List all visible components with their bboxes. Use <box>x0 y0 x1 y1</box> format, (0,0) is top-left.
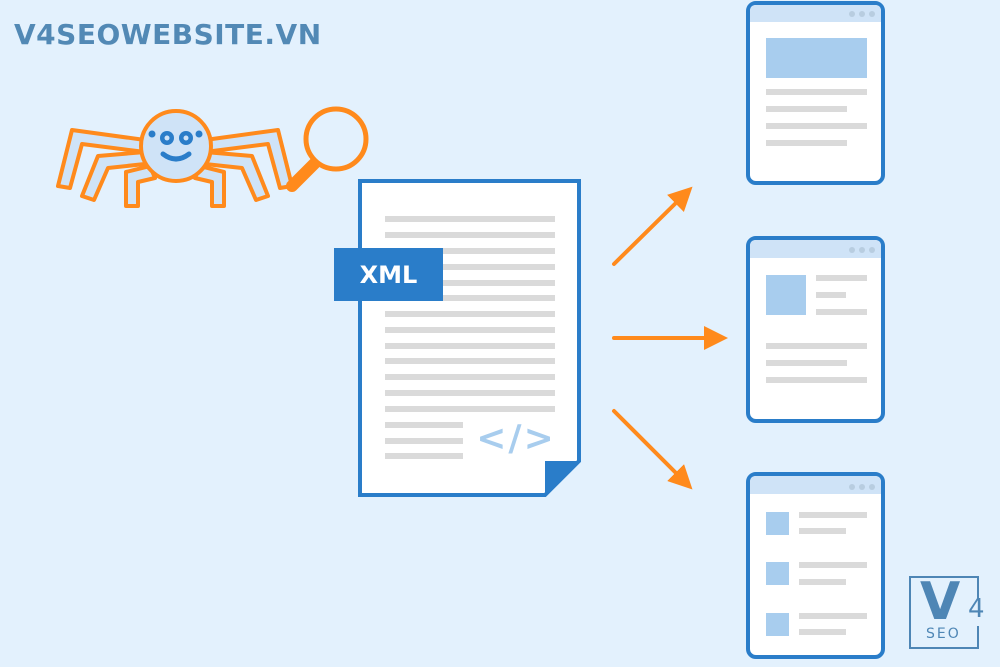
logo-number: 4 <box>968 594 985 624</box>
spider-icon <box>56 109 294 208</box>
magnifier-icon <box>286 106 369 192</box>
xml-badge: XML <box>334 248 443 301</box>
logo-frame <box>909 576 979 649</box>
arrow-down-right <box>612 409 693 490</box>
arrow-up-right <box>612 186 693 266</box>
logo-seo-text: SEO <box>926 626 961 642</box>
brand-title: V4SEOWEBSITE.VN <box>14 18 322 51</box>
code-icon: </> <box>476 418 556 459</box>
web-page-list-icon <box>746 472 885 659</box>
spider-face <box>148 130 203 162</box>
logo-letter: V <box>920 572 961 632</box>
v4seo-logo: V 4 SEO <box>910 572 985 652</box>
web-page-hero-icon <box>746 1 885 185</box>
web-page-media-icon <box>746 236 885 423</box>
